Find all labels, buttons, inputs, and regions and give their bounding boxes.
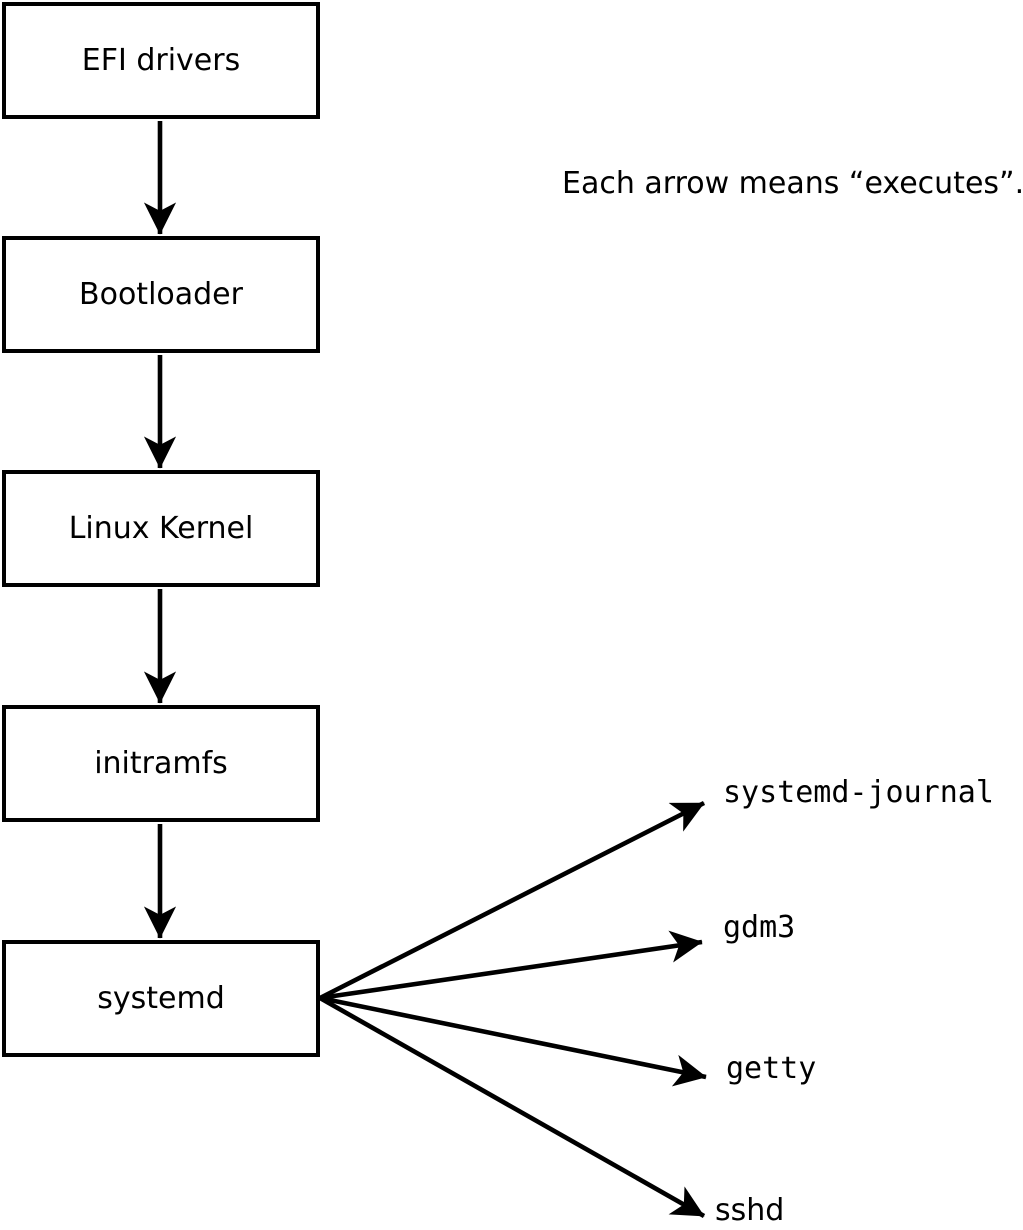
box-bootloader: Bootloader — [2, 236, 320, 353]
service-label-getty: getty — [726, 1051, 817, 1086]
box-linux-kernel-label: Linux Kernel — [68, 510, 254, 546]
arrow-systemd-to-journal — [318, 800, 706, 1001]
legend-note: Each arrow means “executes”. — [562, 166, 1023, 201]
arrow-systemd-to-getty — [319, 995, 707, 1087]
box-efi-drivers-label: EFI drivers — [81, 42, 241, 78]
service-label-sshd: sshd — [715, 1193, 785, 1228]
service-label-systemd-journal: systemd-journal — [723, 775, 994, 810]
box-efi-drivers: EFI drivers — [2, 2, 320, 119]
box-linux-kernel: Linux Kernel — [2, 470, 320, 587]
box-systemd: systemd — [2, 940, 320, 1057]
arrow-systemd-to-gdm3 — [319, 930, 703, 1001]
service-label-gdm3: gdm3 — [723, 910, 796, 945]
arrow-systemd-to-sshd — [318, 995, 706, 1219]
box-initramfs-label: initramfs — [94, 745, 228, 781]
box-bootloader-label: Bootloader — [79, 276, 243, 312]
box-systemd-label: systemd — [97, 980, 225, 1016]
box-initramfs: initramfs — [2, 705, 320, 822]
